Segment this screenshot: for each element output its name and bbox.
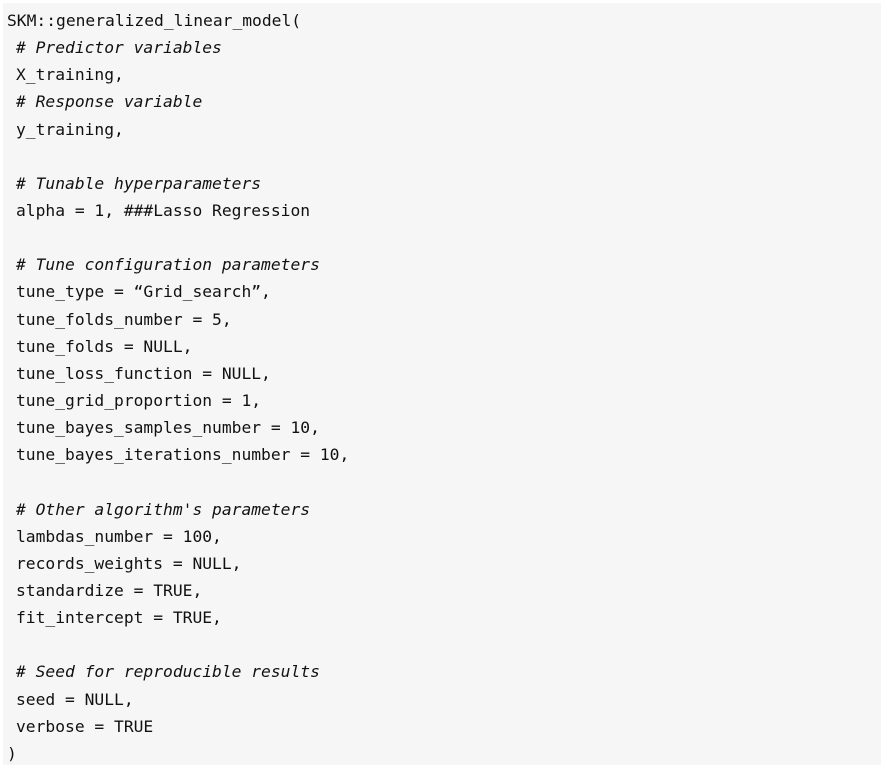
code-line: ): [7, 743, 17, 763]
code-comment: # Response variable: [16, 92, 203, 112]
blank-line: [3, 468, 881, 495]
code-comment: # Predictor variables: [16, 38, 222, 58]
code-line: fit_intercept = TRUE,: [16, 608, 222, 628]
code-line: tune_folds = NULL,: [16, 336, 193, 356]
code-line: verbose = TRUE: [16, 716, 154, 736]
code-line: y_training,: [16, 119, 124, 139]
code-comment: # Other algorithm's parameters: [16, 499, 311, 519]
code-line: tune_type = “Grid_search”,: [16, 282, 271, 302]
blank-line: [3, 143, 881, 170]
code-block: SKM::generalized_linear_model( # Predict…: [3, 3, 881, 765]
code-line: tune_folds_number = 5,: [16, 309, 232, 329]
code-line: tune_bayes_samples_number = 10,: [16, 418, 320, 438]
code-line: X_training,: [16, 65, 124, 85]
blank-line: [3, 631, 881, 658]
code-line: records_weights = NULL,: [16, 553, 242, 573]
code-line: alpha = 1, ###Lasso Regression: [16, 200, 311, 220]
code-line: tune_grid_proportion = 1,: [16, 390, 262, 410]
blank-line: [3, 224, 881, 251]
code-line: SKM::generalized_linear_model(: [7, 11, 302, 30]
code-line: seed = NULL,: [16, 689, 134, 709]
code-line: tune_bayes_iterations_number = 10,: [16, 445, 350, 465]
code-line: tune_loss_function = NULL,: [16, 363, 271, 383]
code-comment: # Tunable hyperparameters: [16, 173, 262, 193]
code-comment: # Seed for reproducible results: [16, 662, 320, 682]
code-line: lambdas_number = 100,: [16, 526, 222, 546]
code-line: standardize = TRUE,: [16, 580, 203, 600]
code-comment: # Tune configuration parameters: [16, 255, 320, 275]
